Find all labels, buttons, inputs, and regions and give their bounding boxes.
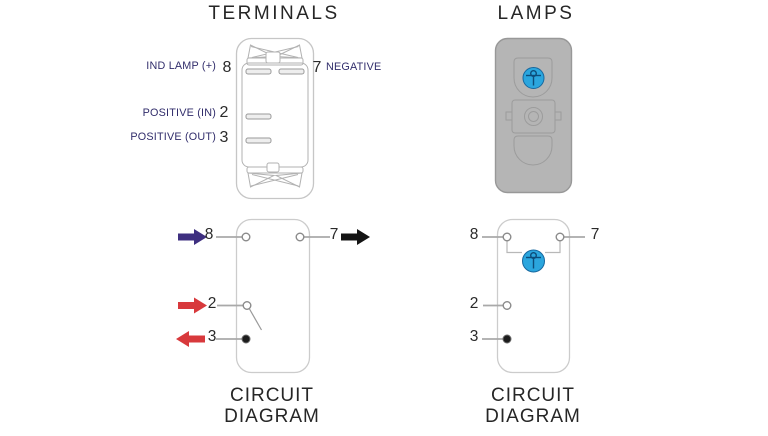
indicator-lamp-icon xyxy=(522,67,545,89)
contact-2 xyxy=(242,301,252,311)
pin7-number: 7 xyxy=(312,59,322,76)
pin8-label: IND LAMP (+) xyxy=(146,60,216,72)
pin-leads xyxy=(482,236,585,340)
terminal-blades xyxy=(245,68,305,144)
terminals-title: TERMINALS xyxy=(208,3,340,24)
arrow-right-in-8-icon xyxy=(178,229,207,245)
lamp-wiring xyxy=(506,241,561,254)
contact-2 xyxy=(502,301,512,311)
circuit-left-pin8: 8 xyxy=(204,226,214,243)
circuit-left-caption-line1: CIRCUIT xyxy=(229,385,315,406)
lamp-filament-glyph xyxy=(526,69,541,86)
circuit-left-caption-line2: DIAGRAM xyxy=(224,406,320,427)
circuit-right-pin7: 7 xyxy=(590,226,600,243)
contact-7 xyxy=(295,232,305,242)
rocker-actuator-icon xyxy=(494,37,573,194)
blade-3 xyxy=(245,137,272,144)
contact-7 xyxy=(555,232,565,242)
arrow-right-out-7-icon xyxy=(341,229,370,245)
circuit-right-pin3: 3 xyxy=(469,328,479,345)
pin-contacts xyxy=(241,232,305,311)
circuit-diagram-switch xyxy=(176,218,370,374)
blade-7 xyxy=(278,68,305,75)
pin-leads xyxy=(216,236,330,340)
circuit-right-caption-line2: DIAGRAM xyxy=(485,406,581,427)
pin2-number: 2 xyxy=(219,104,229,121)
lamps-title: LAMPS xyxy=(497,3,575,24)
pin2-label: POSITIVE (IN) xyxy=(142,107,216,119)
switch-lever xyxy=(248,308,263,331)
circuit-right-pin2: 2 xyxy=(469,295,479,312)
contact-8 xyxy=(241,232,251,242)
circuit-left-pin7: 7 xyxy=(329,226,339,243)
pin8-number: 8 xyxy=(222,59,232,76)
pin3-label: POSITIVE (OUT) xyxy=(130,131,216,143)
circuit-right-caption-line1: CIRCUIT xyxy=(490,385,576,406)
contact-3-filled xyxy=(241,334,251,344)
circuit-left-pin2: 2 xyxy=(207,295,217,312)
circuit-left-pin3: 3 xyxy=(207,328,217,345)
circuit-right-pin8: 8 xyxy=(469,226,479,243)
contact-8 xyxy=(502,232,512,242)
lamp-icon xyxy=(522,249,545,273)
contact-3-filled xyxy=(502,334,512,344)
lamp-filament-glyph xyxy=(526,251,541,269)
blade-2 xyxy=(245,113,272,120)
pin-contacts xyxy=(502,232,565,311)
arrow-left-out-3-icon xyxy=(176,331,205,347)
circuit-diagram-lamp xyxy=(482,218,585,374)
actuator-details xyxy=(505,57,562,166)
rear-view-details xyxy=(241,44,309,188)
rocker-rear-view-icon xyxy=(235,37,315,200)
pin7-label: NEGATIVE xyxy=(326,61,382,73)
pin3-number: 3 xyxy=(219,129,229,146)
blade-8 xyxy=(245,68,272,75)
arrow-right-in-2-icon xyxy=(178,297,207,314)
